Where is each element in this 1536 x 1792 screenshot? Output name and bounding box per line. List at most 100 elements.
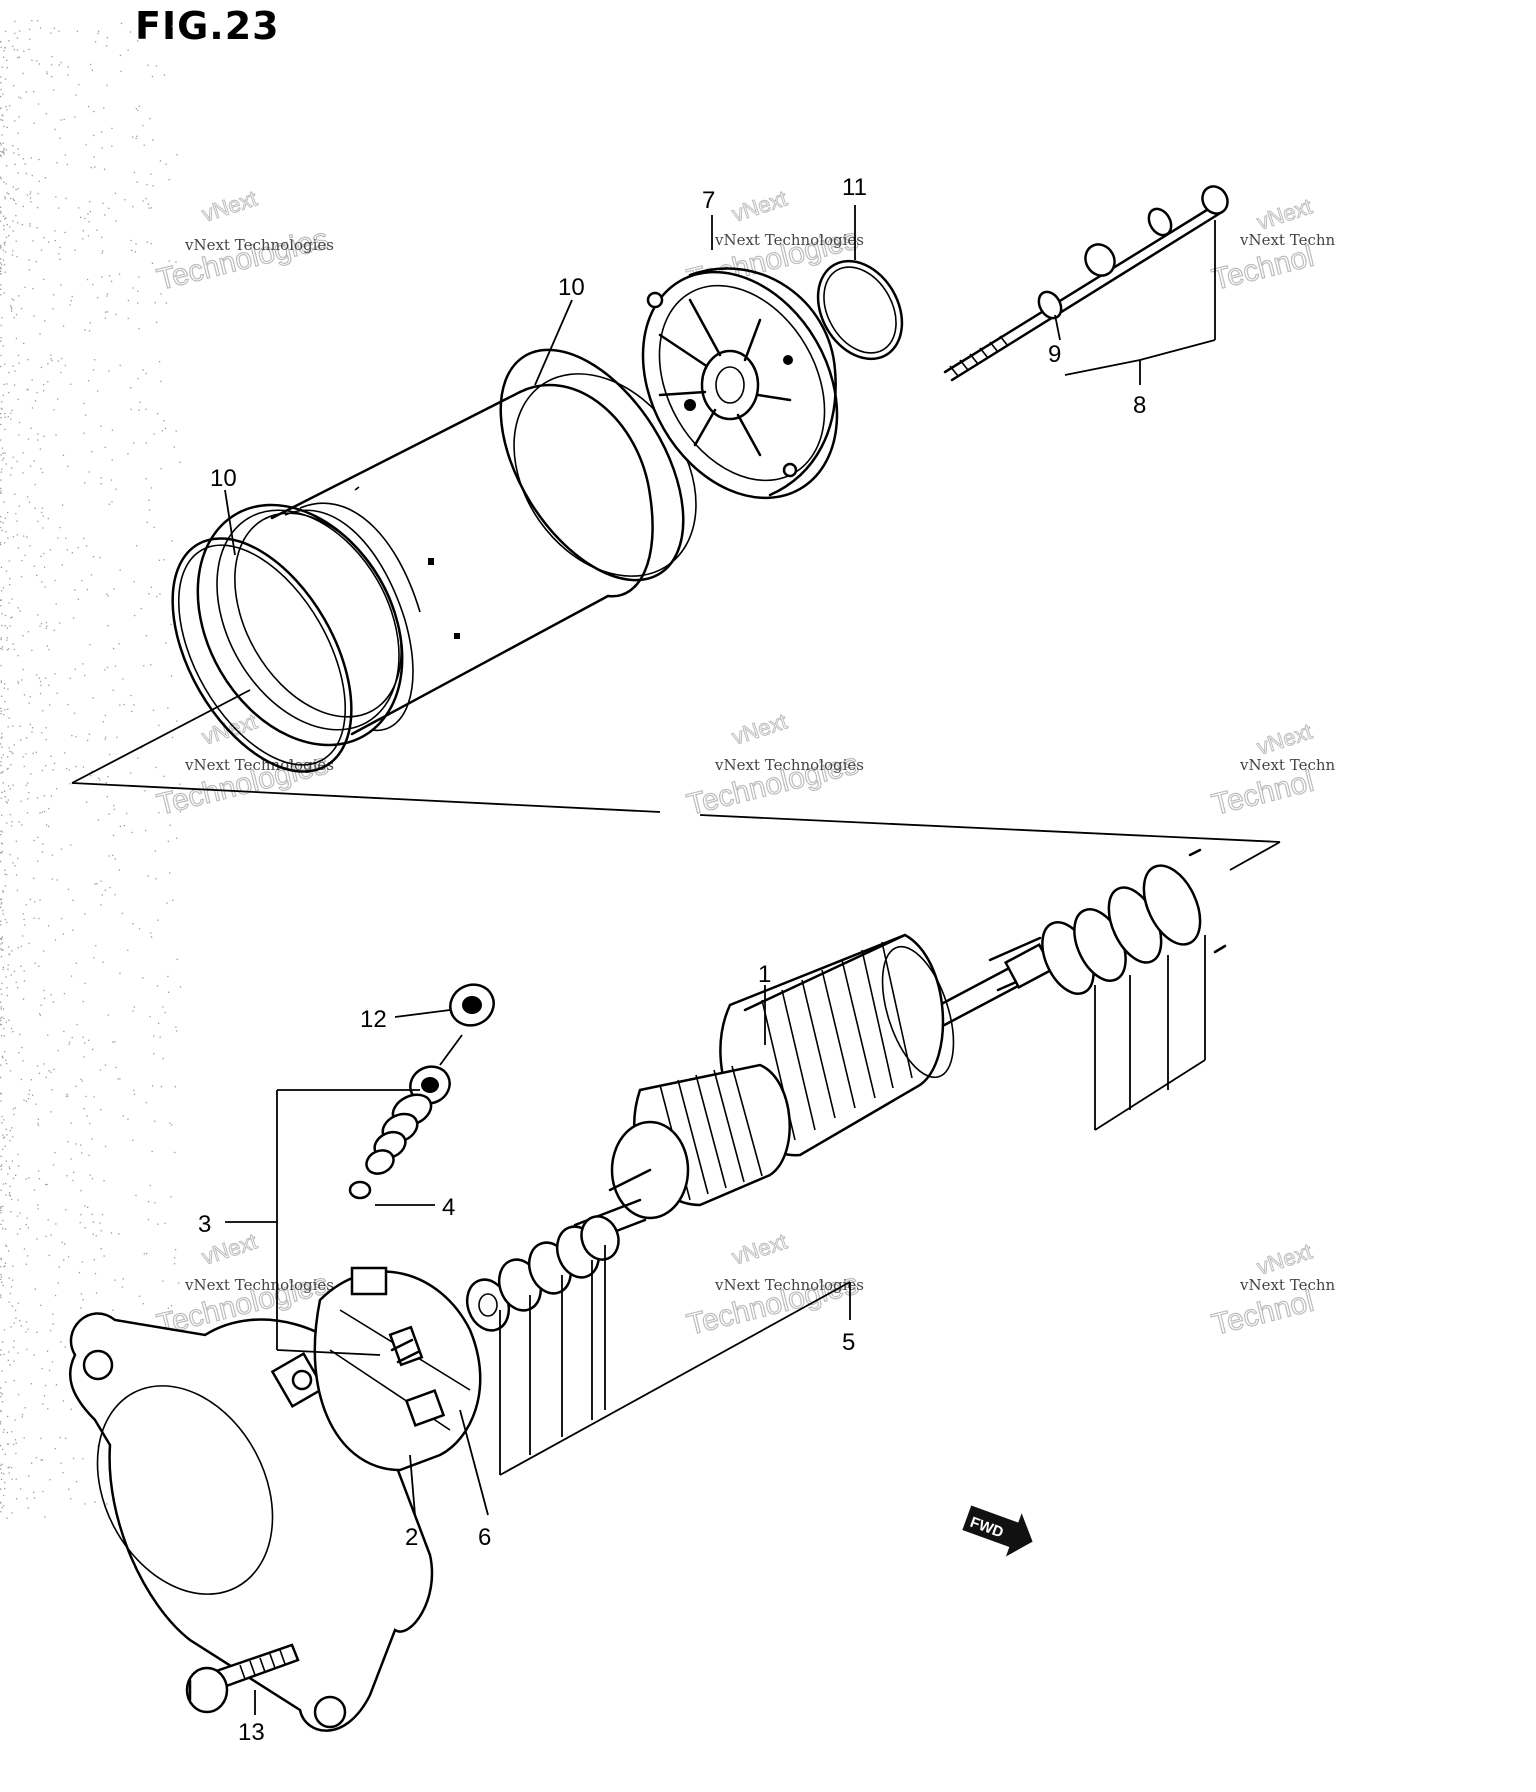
- speckle-dot: [27, 438, 30, 440]
- figure-title: FIG.23: [135, 4, 280, 48]
- speckle-dot: [135, 108, 137, 110]
- speckle-dot: [123, 703, 125, 706]
- speckle-dot: [0, 1223, 2, 1225]
- speckle-dot: [8, 1466, 10, 1468]
- speckle-dot: [6, 994, 8, 997]
- speckle-dot: [75, 962, 77, 964]
- speckle-dot: [60, 371, 62, 374]
- speckle-dot: [12, 643, 14, 645]
- speckle-dot: [0, 515, 2, 518]
- speckle-dot: [15, 981, 17, 983]
- speckle-dot: [2, 142, 4, 144]
- speckle-dot: [28, 791, 30, 794]
- speckle-dot: [0, 1257, 2, 1259]
- o-ring-rear: [499, 348, 685, 582]
- speckle-dot: [13, 299, 15, 301]
- speckle-dot: [79, 1222, 81, 1224]
- speckle-dot: [148, 593, 150, 595]
- speckle-dot: [14, 32, 16, 35]
- speckle-dot: [22, 1060, 24, 1062]
- speckle-dot: [45, 1076, 47, 1078]
- speckle-dot: [108, 813, 110, 815]
- speckle-dot: [62, 504, 64, 506]
- speckle-dot: [95, 1292, 98, 1294]
- speckle-dot: [33, 839, 35, 842]
- callout-12: 12: [360, 1006, 387, 1033]
- speckle-dot: [13, 1443, 15, 1446]
- speckle-dot: [10, 306, 13, 309]
- speckle-dot: [0, 1155, 2, 1157]
- speckle-dot: [31, 174, 33, 177]
- speckle-dot: [0, 860, 2, 863]
- speckle-dot: [28, 501, 31, 503]
- speckle-dot: [6, 639, 8, 641]
- speckle-dot: [92, 697, 94, 699]
- speckle-dot: [0, 1001, 2, 1003]
- speckle-dot: [19, 1488, 22, 1490]
- speckle-dot: [111, 501, 113, 503]
- speckle-dot: [109, 275, 111, 277]
- speckle-dot: [93, 957, 95, 959]
- speckle-dot: [22, 472, 24, 474]
- speckle-dot: [97, 1445, 99, 1447]
- speckle-dot: [0, 324, 2, 327]
- speckle-dot: [0, 262, 2, 264]
- speckle-dot: [41, 511, 43, 514]
- speckle-dot: [12, 536, 15, 538]
- speckle-dot: [27, 782, 29, 784]
- speckle-dot: [110, 1232, 113, 1234]
- speckle-dot: [0, 1392, 2, 1394]
- speckle-dot: [15, 1317, 17, 1319]
- speckle-dot: [7, 1173, 9, 1175]
- speckle-dot: [20, 1325, 22, 1327]
- speckle-dot: [142, 200, 144, 202]
- speckle-dot: [152, 709, 155, 711]
- speckle-dot: [2, 891, 4, 893]
- speckle-dot: [11, 950, 13, 952]
- speckle-dot: [57, 360, 59, 362]
- speckle-dot: [171, 25, 173, 27]
- speckle-dot: [67, 1256, 70, 1258]
- speckle-dot: [168, 1311, 170, 1313]
- speckle-dot: [88, 471, 90, 473]
- speckle-dot: [150, 936, 153, 938]
- speckle-dot: [136, 181, 138, 183]
- speckle-dot: [99, 779, 101, 781]
- speckle-dot: [6, 1134, 8, 1136]
- speckle-dot: [33, 917, 35, 919]
- speckle-dot: [12, 1136, 14, 1138]
- speckle-dot: [84, 1503, 86, 1505]
- speckle-dot: [11, 254, 14, 256]
- speckle-dot: [48, 1254, 50, 1257]
- speckle-dot: [174, 275, 176, 277]
- speckle-dot: [2, 259, 5, 261]
- speckle-dot: [169, 824, 171, 826]
- speckle-dot: [83, 1108, 85, 1110]
- speckle-dot: [50, 1071, 52, 1073]
- speckle-dot: [104, 1145, 107, 1148]
- speckle-dot: [22, 72, 24, 75]
- speckle-dot: [0, 1488, 2, 1490]
- speckle-dot: [39, 448, 41, 450]
- speckle-dot: [176, 958, 178, 960]
- speckle-dot: [153, 526, 155, 528]
- speckle-dot: [37, 439, 39, 441]
- speckle-dot: [14, 1107, 16, 1109]
- speckle-dot: [138, 409, 140, 411]
- speckle-dot: [88, 330, 91, 332]
- speckle-dot: [43, 566, 46, 568]
- speckle-dot: [15, 1478, 17, 1480]
- speckle-dot: [41, 1368, 43, 1370]
- speckle-dot: [160, 380, 162, 382]
- speckle-dot: [154, 850, 157, 852]
- speckle-dot: [0, 520, 2, 523]
- speckle-dot: [37, 1122, 39, 1125]
- speckle-dot: [0, 956, 3, 958]
- speckle-dot: [15, 1442, 17, 1444]
- speckle-dot: [0, 492, 2, 494]
- speckle-dot: [18, 421, 21, 424]
- speckle-dot: [1, 613, 3, 615]
- speckle-dot: [30, 1383, 32, 1385]
- speckle-dot: [18, 56, 20, 58]
- speckle-dot: [11, 616, 13, 618]
